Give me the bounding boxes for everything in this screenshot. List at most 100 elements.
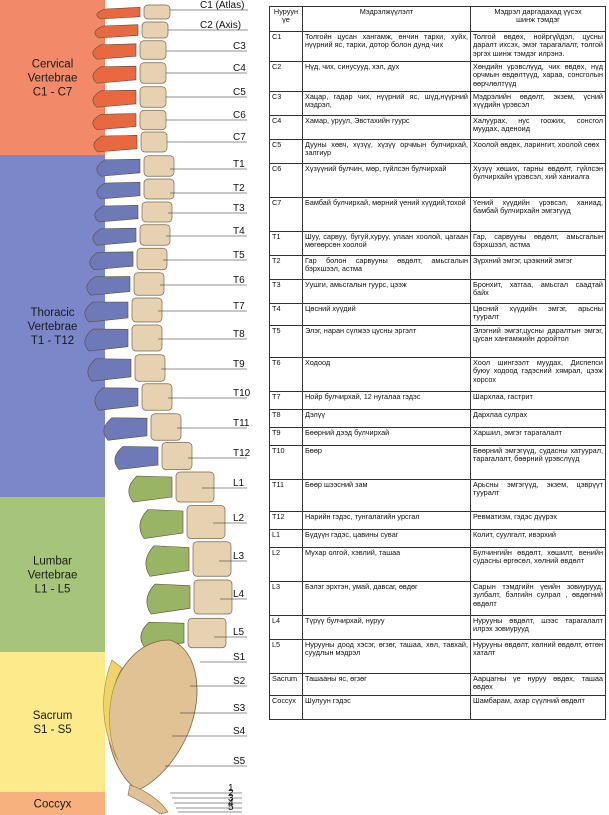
segment-cell: T9 bbox=[269, 427, 303, 446]
symptoms-cell: Бронхит, хатгаа, амьсгал саадтай байх bbox=[470, 279, 606, 304]
band-1 bbox=[0, 155, 105, 497]
vertebra-process-13 bbox=[84, 301, 129, 323]
symptoms-cell: Булчингийн өвдөлт, хөшилт, венийн судасн… bbox=[470, 547, 606, 582]
level-label-5: C6 bbox=[233, 110, 246, 121]
segment-cell: L3 bbox=[269, 581, 303, 616]
innervation-cell: Бөөр шээсний зам bbox=[302, 479, 471, 512]
innervation-cell: Ходоод bbox=[302, 357, 471, 392]
segment-cell: C7 bbox=[269, 197, 303, 232]
level-label-12: T6 bbox=[233, 275, 245, 286]
segment-cell: L4 bbox=[269, 615, 303, 640]
vertebra-body-9 bbox=[141, 201, 173, 223]
segment-cell: L1 bbox=[269, 529, 303, 548]
coccyx-bone bbox=[127, 784, 169, 815]
vertebra-body-22 bbox=[193, 579, 233, 615]
level-label-11: T5 bbox=[233, 250, 245, 261]
segment-cell: T3 bbox=[269, 279, 303, 304]
symptoms-cell: Аарцагны үе нуруу өвдөх, ташаа өвдөх bbox=[470, 673, 606, 696]
innervation-cell: Цөсний хүүдий bbox=[302, 303, 471, 326]
symptoms-cell: Сарын тэмдгийн үеийн зовиурууд, зулбалт,… bbox=[470, 581, 606, 616]
level-label-14: T8 bbox=[233, 329, 245, 340]
vertebra-body-6 bbox=[140, 131, 168, 153]
band-2 bbox=[0, 497, 105, 652]
segment-cell: T11 bbox=[269, 479, 303, 512]
innervation-cell: Нүд, чих, синусууд, хэл, дух bbox=[302, 61, 471, 92]
symptoms-cell: Нурууны өвдөлт, шээс тарагалалт илрэх зо… bbox=[470, 615, 606, 640]
innervation-cell: Элэг, наран сүлжээ цусны эргэлт bbox=[302, 325, 471, 358]
vertebra-process-6 bbox=[93, 135, 138, 153]
symptoms-cell: Шамбарам, ахар сүүлний өвдөлт bbox=[470, 695, 606, 720]
level-label-30: 2 bbox=[228, 788, 234, 799]
vertebra-process-3 bbox=[92, 65, 137, 84]
innervation-cell: Нойр булчирхай, 12 нугалаа гэдэс bbox=[302, 391, 471, 410]
band-4 bbox=[0, 792, 105, 815]
vertebra-process-16 bbox=[94, 387, 139, 411]
level-label-4: C5 bbox=[233, 87, 246, 98]
vertebra-process-0 bbox=[96, 7, 141, 20]
band-label-4: Coccyx bbox=[34, 799, 72, 811]
segment-cell: C2 bbox=[269, 61, 303, 92]
segment-cell: Coccyx bbox=[269, 695, 303, 720]
level-label-15: T9 bbox=[233, 359, 245, 370]
level-label-23: L5 bbox=[233, 627, 245, 638]
sacrum-bone bbox=[106, 639, 198, 791]
symptoms-cell: Халуурах, нус гоожих, сонсгол муудах, ад… bbox=[470, 115, 606, 140]
vertebra-body-1 bbox=[141, 21, 169, 39]
innervation-cell: Ташааны яс, өгзөг bbox=[302, 673, 471, 696]
symptoms-cell: Харшил, эмгэг тарагалалт bbox=[470, 427, 606, 446]
innervation-cell: Бамбай булчирхай, мөрний үений хүүдий,то… bbox=[302, 197, 471, 232]
vertebra-process-5 bbox=[92, 113, 137, 131]
innervation-cell: Дууны хөвч, хүзүү, хүзүү орчмын булчирха… bbox=[302, 139, 471, 164]
segment-cell: Sacrum bbox=[269, 673, 303, 696]
innervation-cell: Гар болон сарвууны өвдөлт, амьсгалын бэр… bbox=[302, 255, 471, 280]
sacrum-wing bbox=[103, 659, 123, 761]
segment-cell: T5 bbox=[269, 325, 303, 358]
innervation-cell: Шулуун гэдэс bbox=[302, 695, 471, 720]
symptoms-cell: Цөсний хүүдийн эмгэг, арьсны тууралт bbox=[470, 303, 606, 326]
vertebra-body-11 bbox=[136, 247, 168, 271]
vertebra-body-2 bbox=[139, 40, 167, 60]
vertebra-process-17 bbox=[103, 417, 148, 441]
innervation-cell: Дэлүү bbox=[302, 409, 471, 428]
level-label-22: L4 bbox=[233, 589, 245, 600]
level-label-26: S3 bbox=[233, 703, 246, 714]
symptoms-cell: Хоол шингээлт муудах, Диспепси буюу ходо… bbox=[470, 357, 606, 392]
level-label-33: 5 bbox=[228, 802, 234, 813]
spine-illustration bbox=[84, 4, 233, 815]
level-label-10: T4 bbox=[233, 226, 245, 237]
vertebra-body-5 bbox=[139, 109, 167, 131]
vertebra-body-20 bbox=[186, 505, 226, 539]
vertebra-process-12 bbox=[86, 276, 131, 296]
level-label-19: L1 bbox=[233, 478, 245, 489]
vertebra-body-7 bbox=[143, 155, 175, 177]
header-innervation: Мэдрэлжүүлэлт bbox=[302, 6, 471, 32]
innervation-cell: Бүдүүн гэдэс, цавины сувaг bbox=[302, 529, 471, 548]
innervation-cell: Хацар, гадар чих, нүүрний яс, шүд,нүүрни… bbox=[302, 91, 471, 116]
innervation-cell: Бэлэг эрхтэн, умай, давсаг, өвдөг bbox=[302, 581, 471, 616]
band-3 bbox=[0, 652, 105, 792]
symptoms-cell: Зүрхний эмгэг, цээжний эмгэг bbox=[470, 255, 606, 280]
band-0 bbox=[0, 0, 105, 155]
segment-cell: T12 bbox=[269, 511, 303, 530]
level-label-9: T3 bbox=[233, 203, 245, 214]
vertebra-process-4 bbox=[92, 89, 137, 108]
vertebra-process-21 bbox=[145, 545, 190, 577]
